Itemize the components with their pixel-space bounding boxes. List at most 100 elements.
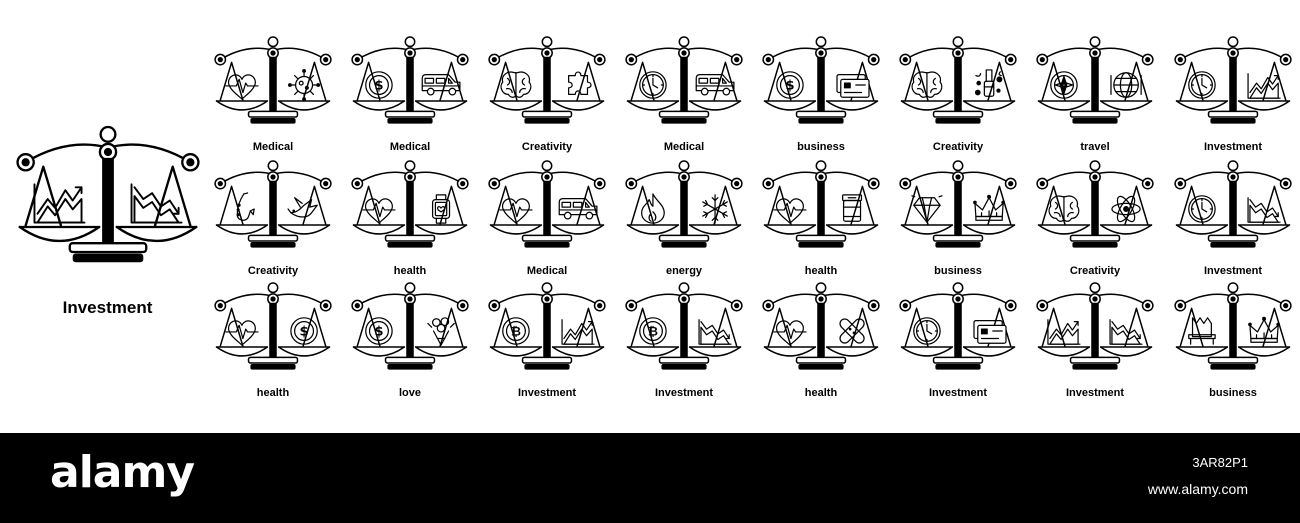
scale-icon-label: Creativity bbox=[521, 141, 573, 153]
scale-icon-cell: Creativity bbox=[890, 33, 1026, 155]
brand-logo[interactable]: alamy bbox=[50, 447, 195, 498]
right-chart-down-icon bbox=[698, 319, 732, 345]
balance-scale-icon bbox=[214, 160, 332, 248]
scale-icon-cell: ₿ Investment bbox=[616, 279, 752, 401]
left-compass-icon bbox=[1050, 71, 1078, 99]
balance-scale-icon bbox=[625, 160, 743, 248]
right-chart-up-icon bbox=[561, 319, 595, 345]
scale-icon-cell: health bbox=[342, 157, 478, 279]
scale-icon-label: Creativity bbox=[247, 265, 299, 277]
left-dollar-coin-icon: $ bbox=[365, 71, 393, 99]
scale-icon-label: business bbox=[934, 265, 982, 277]
svg-text:$: $ bbox=[785, 79, 794, 94]
right-ambulance-icon bbox=[695, 74, 735, 96]
right-smartwatch-icon bbox=[431, 194, 451, 224]
balance-scale-icon bbox=[1174, 160, 1292, 248]
scale-icon-cell: $ business bbox=[753, 33, 889, 155]
left-dollar-coin-icon: $ bbox=[776, 71, 804, 99]
scale-icon-cell: Medical bbox=[205, 33, 341, 155]
right-credit-card-icon bbox=[836, 74, 870, 98]
balance-scale-icon bbox=[488, 36, 606, 124]
left-clock-icon bbox=[639, 71, 667, 99]
scale-icon-cell: health bbox=[753, 279, 889, 401]
scale-icon-cell: $ love bbox=[342, 279, 478, 401]
svg-text:₿: ₿ bbox=[648, 325, 658, 339]
scale-icon-cell: Medical bbox=[616, 33, 752, 155]
right-bouquet-icon bbox=[427, 317, 455, 346]
scale-icon-cell: energy bbox=[616, 157, 752, 279]
scale-icon-label: Medical bbox=[389, 141, 431, 153]
balance-scale-icon bbox=[625, 36, 743, 124]
balance-scale-icon: $ bbox=[762, 36, 880, 124]
right-ambulance-icon bbox=[421, 74, 461, 96]
scale-icon-cell: $ Medical bbox=[342, 33, 478, 155]
left-bitcoin-icon: ₿ bbox=[639, 317, 667, 345]
balance-scale-icon: ₿ bbox=[625, 282, 743, 370]
left-diamond-icon bbox=[911, 195, 943, 223]
right-puzzle-icon bbox=[568, 71, 592, 96]
image-id: 3AR82P1 bbox=[1192, 455, 1248, 470]
svg-text:₿: ₿ bbox=[511, 325, 521, 339]
balance-scale-icon bbox=[762, 160, 880, 248]
scale-icon-label: business bbox=[797, 141, 845, 153]
balance-scale-icon: $ bbox=[214, 282, 332, 370]
balance-scale-icon bbox=[1174, 282, 1292, 370]
left-saxophone-icon bbox=[236, 192, 255, 221]
left-throne-icon bbox=[1188, 317, 1216, 345]
scale-icon-cell: Medical bbox=[479, 157, 615, 279]
right-pills-icon bbox=[842, 194, 863, 222]
right-chart-down-icon bbox=[1109, 319, 1143, 345]
balance-scale-icon bbox=[1036, 282, 1154, 370]
scale-icon-label: Investment bbox=[1203, 265, 1263, 277]
scale-icon-label: Investment bbox=[1065, 387, 1125, 399]
right-atom-icon bbox=[1111, 195, 1141, 223]
scale-icon-cell: Creativity bbox=[205, 157, 341, 279]
scale-icon-label: Investment bbox=[654, 387, 714, 399]
balance-scale-icon bbox=[899, 282, 1017, 370]
right-dollar-coin-icon: $ bbox=[290, 317, 318, 345]
scale-icon-label: love bbox=[398, 387, 421, 399]
right-chart-down-icon bbox=[130, 183, 183, 224]
right-bandage-icon bbox=[839, 318, 865, 344]
left-brain-icon bbox=[1048, 195, 1080, 222]
scale-icon-label: Medical bbox=[526, 265, 568, 277]
left-brain-icon bbox=[911, 71, 943, 98]
balance-scale-icon bbox=[899, 36, 1017, 124]
scale-icon-label: Creativity bbox=[932, 141, 984, 153]
scale-icon-label: health bbox=[256, 387, 290, 399]
left-clock-icon bbox=[913, 317, 941, 345]
scale-icon-label: health bbox=[393, 265, 427, 277]
svg-text:$: $ bbox=[374, 325, 383, 340]
scale-icon-cell: Investment bbox=[1027, 279, 1163, 401]
balance-scale-icon bbox=[1174, 36, 1292, 124]
left-heartbeat-icon bbox=[773, 320, 807, 346]
right-globe-icon bbox=[1110, 72, 1142, 98]
scale-icon-label: energy bbox=[665, 265, 703, 277]
scale-icon-label: travel bbox=[1080, 141, 1110, 153]
svg-text:$: $ bbox=[374, 79, 383, 94]
scale-icon-cell: ₿ Investment bbox=[479, 279, 615, 401]
balance-scale-icon bbox=[351, 160, 469, 248]
scale-icon-cell: Investment bbox=[1165, 33, 1300, 155]
right-ambulance-icon bbox=[558, 198, 598, 220]
right-crown-icon bbox=[1248, 316, 1281, 343]
balance-scale-icon bbox=[1036, 160, 1154, 248]
hero-balance-scale-icon bbox=[16, 125, 200, 263]
scale-icon-label: Medical bbox=[663, 141, 705, 153]
left-clock-icon bbox=[1188, 71, 1216, 99]
watermark-footer: alamy 3AR82P1 www.alamy.com bbox=[0, 433, 1300, 523]
scale-icon-cell: $ health bbox=[205, 279, 341, 401]
left-heartbeat-icon bbox=[225, 320, 259, 346]
left-clock-icon bbox=[1188, 195, 1216, 223]
left-bitcoin-icon: ₿ bbox=[502, 317, 530, 345]
left-flame-icon bbox=[641, 193, 665, 224]
balance-scale-icon bbox=[762, 282, 880, 370]
scale-icon-label: Medical bbox=[252, 141, 294, 153]
scale-icon-cell: Investment bbox=[1165, 157, 1300, 279]
left-heartbeat-icon bbox=[225, 74, 259, 100]
scale-icon-label: Investment bbox=[517, 387, 577, 399]
site-url[interactable]: www.alamy.com bbox=[1147, 481, 1248, 497]
left-chart-up-icon bbox=[33, 183, 86, 224]
balance-scale-icon: ₿ bbox=[488, 282, 606, 370]
